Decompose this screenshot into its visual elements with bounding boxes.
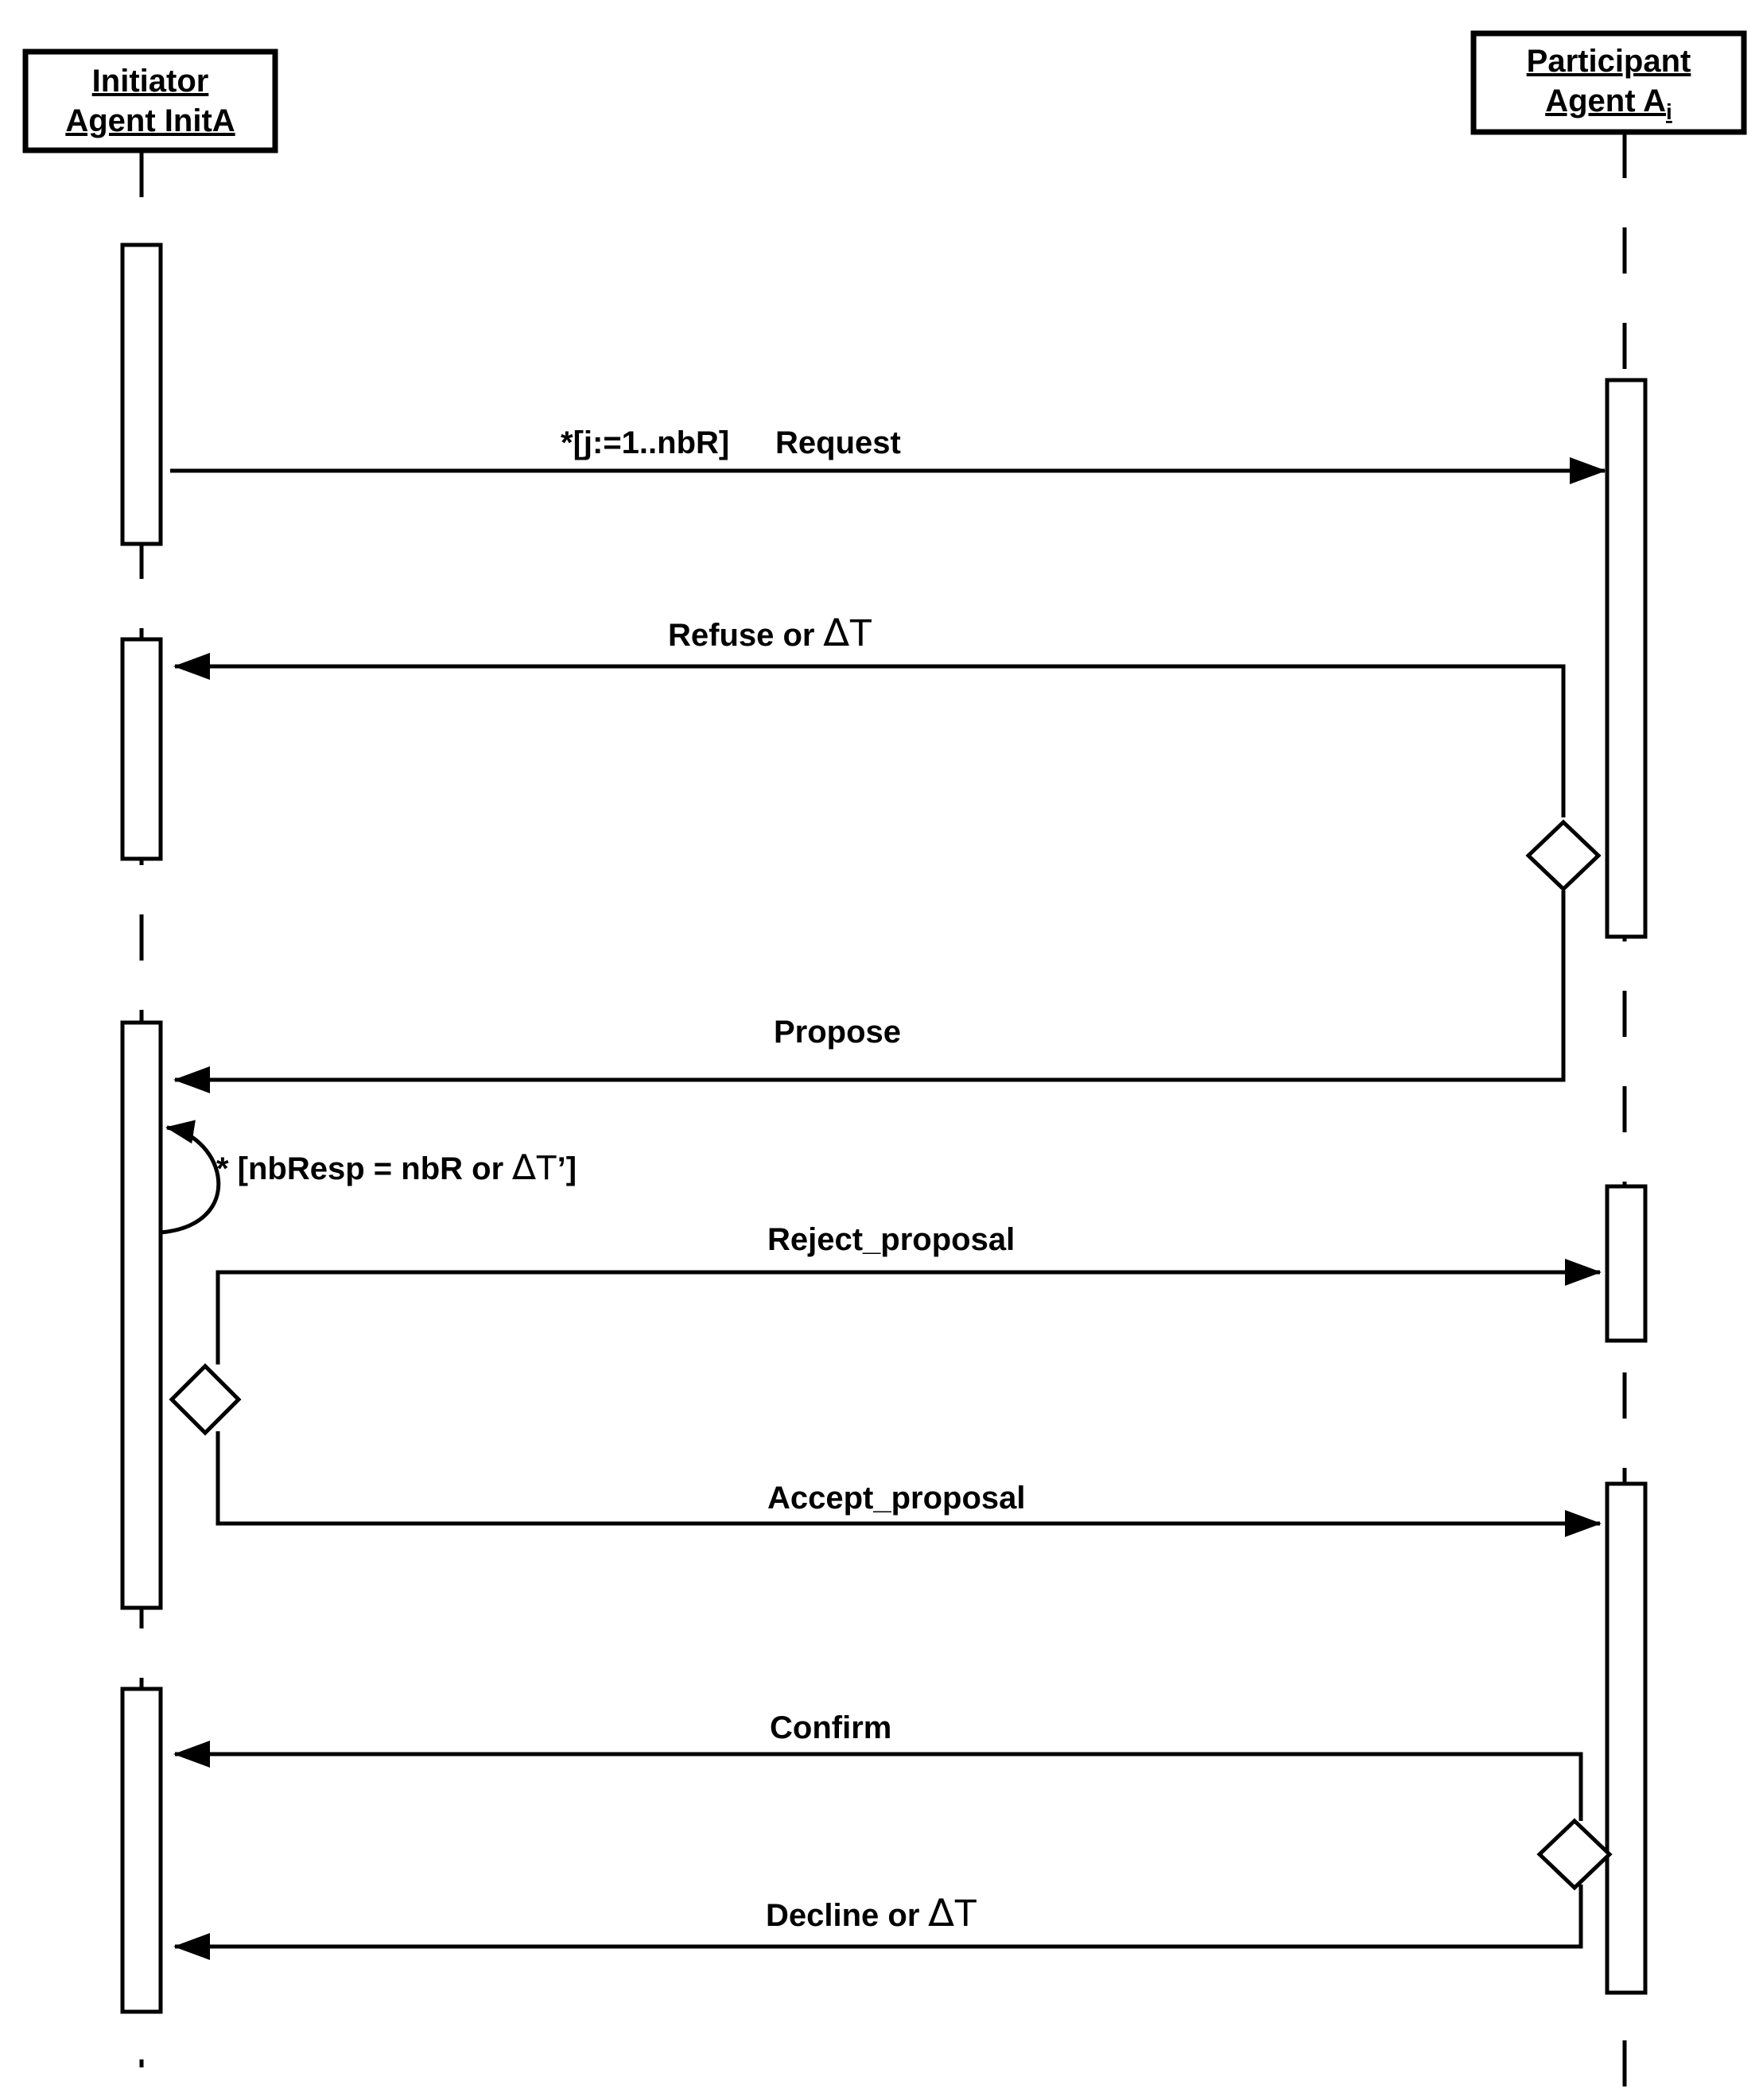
initiator-activation-2 xyxy=(120,637,163,861)
initiator-title-line2: Agent InitA xyxy=(65,103,235,138)
reject-arrow xyxy=(216,1259,1602,1364)
loop-suffix: ’] xyxy=(557,1151,577,1186)
participant-header: Participant Agent Ai xyxy=(1470,30,1747,135)
initiator-activation-4 xyxy=(120,1687,163,2014)
request-label: Request xyxy=(775,425,901,460)
refuse-text: Refuse or xyxy=(668,618,824,653)
participant-title-agent: Agent A xyxy=(1545,83,1666,118)
participant-activation-1 xyxy=(1605,378,1648,939)
initiator-activation-1 xyxy=(120,243,163,546)
refuse-delta: ∆ xyxy=(823,611,850,655)
decline-label: Decline or ∆T xyxy=(766,1891,977,1935)
propose-arrow xyxy=(173,891,1566,1093)
decline-t: T xyxy=(954,1892,977,1935)
initiator-header: Initiator Agent InitA xyxy=(22,49,278,153)
participant-title-line2: Agent Ai xyxy=(1545,83,1672,124)
participant-choice-diamond-2 xyxy=(1536,1818,1613,1891)
initiator-choice-diamond xyxy=(169,1363,242,1436)
initiator-title-line1: Initiator xyxy=(92,64,209,99)
loop-t: T xyxy=(536,1148,557,1187)
loop-arrow xyxy=(160,1120,221,1235)
confirm-label: Confirm xyxy=(770,1710,891,1745)
decline-delta: ∆ xyxy=(928,1891,955,1935)
refuse-label: Refuse or ∆T xyxy=(668,611,872,655)
participant-activation-2 xyxy=(1605,1184,1648,1343)
decline-text: Decline or xyxy=(766,1898,929,1933)
loop-label: * [nbResp = nbR or ∆T’] xyxy=(216,1147,577,1188)
loop-text: * [nbResp = nbR or xyxy=(216,1151,512,1186)
initiator-activation-3 xyxy=(120,1020,163,1610)
accept-label: Accept_proposal xyxy=(767,1481,1026,1516)
request-guard: *[j:=1..nbR] xyxy=(561,425,729,460)
reject-label: Reject_proposal xyxy=(767,1222,1015,1257)
refuse-arrow xyxy=(173,653,1566,817)
accept-arrow xyxy=(216,1431,1602,1537)
refuse-t: T xyxy=(849,612,872,654)
participant-choice-diamond-1 xyxy=(1525,819,1602,892)
participant-title-subscript: i xyxy=(1666,99,1672,124)
participant-title-line1: Participant xyxy=(1527,44,1691,79)
propose-label: Propose xyxy=(774,1015,901,1050)
loop-delta: ∆ xyxy=(511,1147,536,1188)
participant-activation-3 xyxy=(1605,1481,1648,1995)
decline-arrow xyxy=(173,1885,1583,1960)
confirm-arrow xyxy=(173,1741,1583,1821)
